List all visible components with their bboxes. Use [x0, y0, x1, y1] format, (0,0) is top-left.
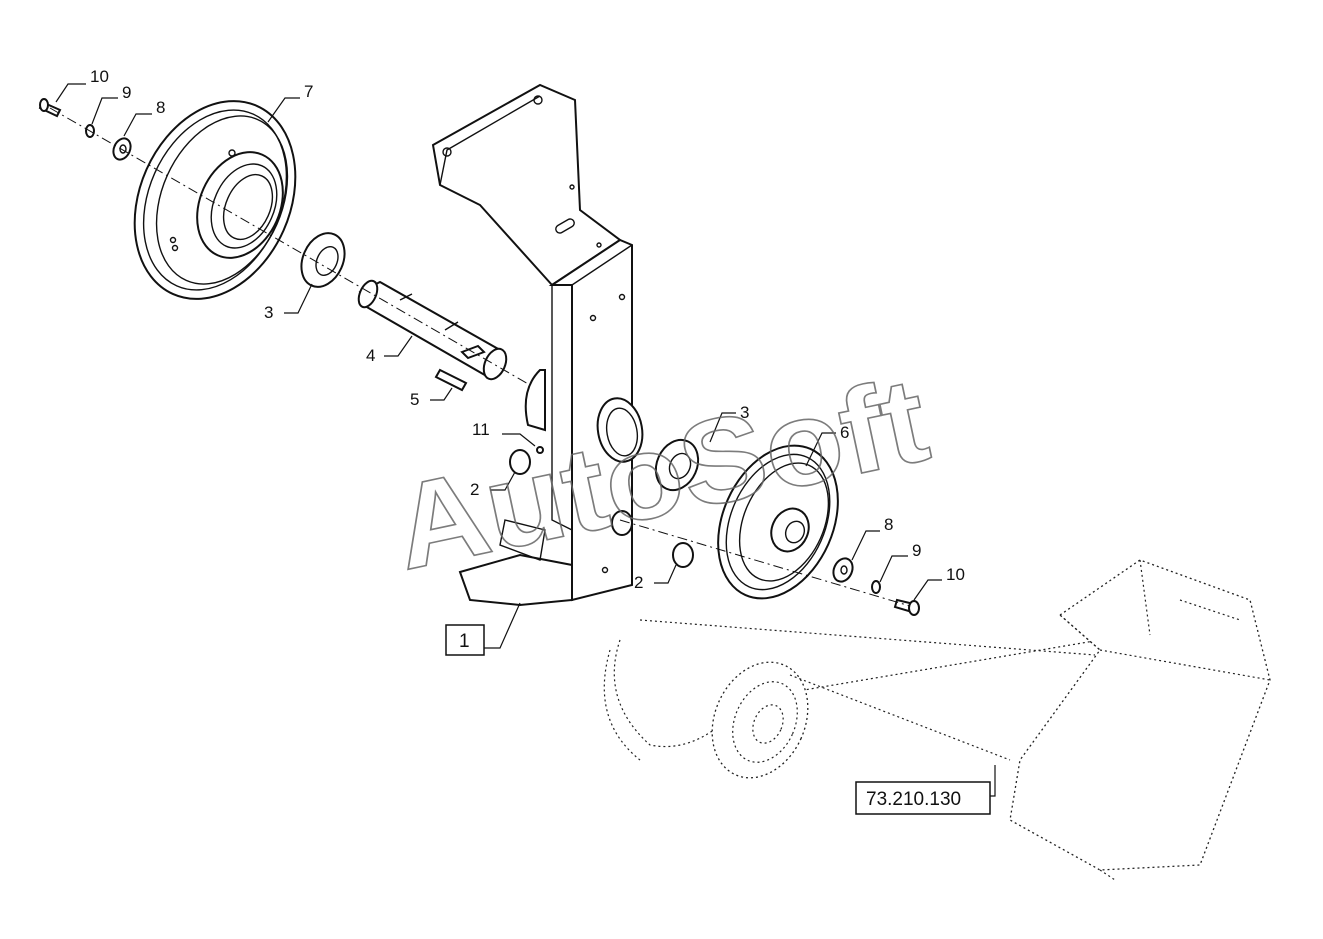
bushing-on-bracket — [611, 510, 633, 536]
callout-8-right[interactable]: 8 — [884, 515, 893, 534]
shaft-part-4[interactable] — [355, 278, 511, 383]
callout-5[interactable]: 5 — [410, 390, 419, 409]
small-pulley-part-6[interactable] — [695, 427, 861, 618]
callout-11[interactable]: 11 — [472, 420, 490, 439]
bushing-part-2-upper[interactable] — [509, 449, 531, 475]
callout-7[interactable]: 7 — [304, 82, 313, 101]
section-reference-box[interactable]: 73.210.130 — [855, 781, 991, 815]
lock-washer-part-9-right[interactable] — [871, 580, 881, 594]
bracket-part-1[interactable] — [431, 83, 647, 607]
callout-2-upper[interactable]: 2 — [470, 480, 479, 499]
callout-2-lower[interactable]: 2 — [634, 573, 643, 592]
washer-part-8-right[interactable] — [830, 555, 856, 584]
grease-nipple-part-11[interactable] — [536, 446, 544, 454]
large-pulley-part-7[interactable] — [105, 75, 326, 324]
svg-text:1: 1 — [459, 631, 470, 652]
callout-3-right[interactable]: 3 — [740, 403, 749, 422]
assembly-axis-lines — [49, 107, 911, 607]
callout-labels: 10 9 8 7 3 4 5 11 2 3 6 8 9 10 2 — [90, 67, 965, 592]
reference-belt-drive-assembly — [603, 559, 1271, 881]
part-reference-box-1[interactable]: 1 — [445, 624, 485, 656]
callout-9-right[interactable]: 9 — [912, 541, 921, 560]
callout-9-left[interactable]: 9 — [122, 83, 131, 102]
key-part-5[interactable] — [434, 368, 468, 392]
watermark-text: AutoSoft — [383, 352, 939, 595]
bolt-part-10-right[interactable] — [893, 598, 920, 616]
callout-3-left[interactable]: 3 — [264, 303, 273, 322]
bushing-part-2-lower[interactable] — [672, 542, 694, 568]
spacer-part-3-right[interactable] — [648, 433, 706, 497]
callout-leader-lines — [55, 83, 996, 797]
spacer-part-3-left[interactable] — [293, 226, 352, 293]
callout-4[interactable]: 4 — [366, 346, 375, 365]
callout-6[interactable]: 6 — [840, 423, 849, 442]
callout-10-left[interactable]: 10 — [90, 67, 109, 86]
bolt-part-10-left[interactable] — [38, 98, 62, 118]
callout-10-right[interactable]: 10 — [946, 565, 965, 584]
callout-8-left[interactable]: 8 — [156, 98, 165, 117]
svg-text:73.210.130: 73.210.130 — [866, 789, 961, 810]
